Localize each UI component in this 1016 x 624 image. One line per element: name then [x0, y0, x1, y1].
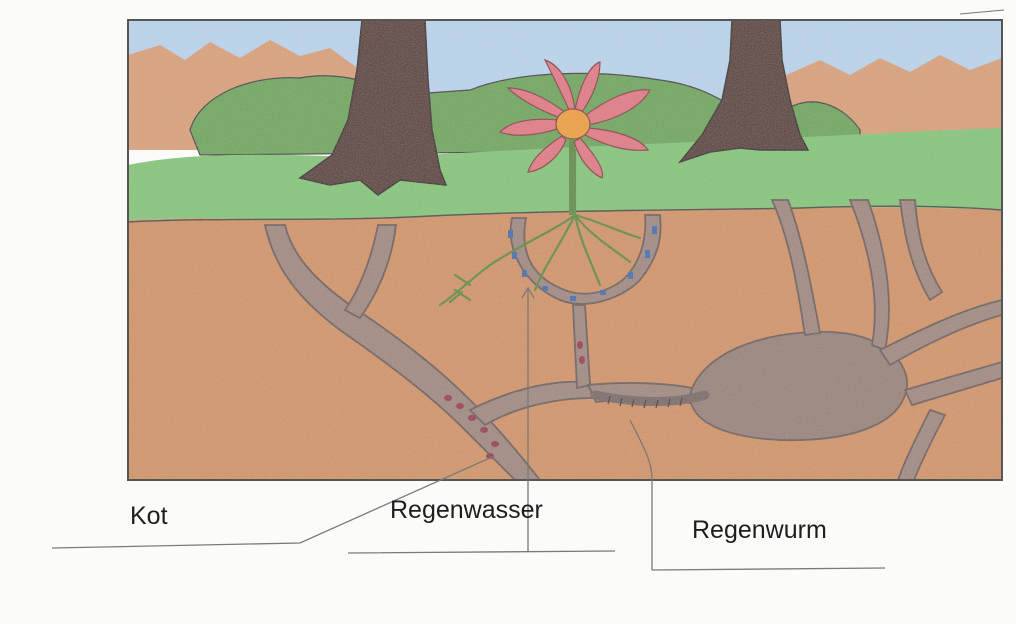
flower-center [556, 109, 590, 139]
frame-top-overshoot [960, 10, 1004, 14]
label-earthworm: Regenwurm [692, 518, 827, 543]
label-rainwater: Regenwasser [390, 498, 543, 523]
label-feces: Kot [130, 504, 168, 529]
